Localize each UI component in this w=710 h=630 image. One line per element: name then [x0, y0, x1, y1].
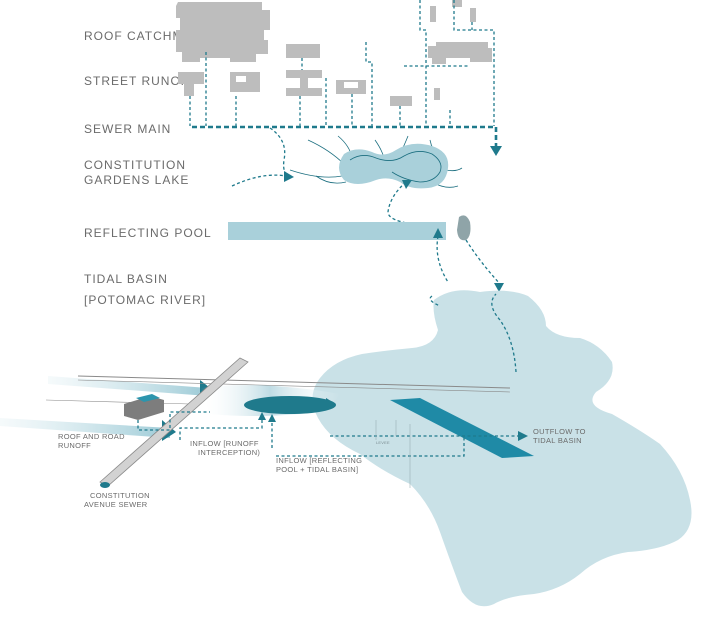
- building-small-top: [452, 0, 462, 7]
- label-roof-road-1: ROOF AND ROAD: [58, 432, 125, 441]
- label-levee: LEVEE: [376, 440, 390, 445]
- label-roof-road-2: RUNOFF: [58, 441, 91, 450]
- label-reflecting-pool: REFLECTING POOL: [84, 226, 212, 240]
- building-street: [178, 72, 204, 96]
- sewer-main-line: [192, 125, 498, 150]
- label-inflow-runoff-2: INTERCEPTION): [198, 448, 260, 457]
- label-inflow-pool-1: INFLOW [REFLECTING: [276, 456, 362, 465]
- building-small-top: [470, 8, 476, 22]
- roof-buildings: [176, 0, 492, 64]
- pool-up-arrow-icon: [433, 228, 443, 238]
- section-flow: [276, 436, 465, 457]
- building-street: [286, 44, 320, 58]
- basin-arrow-icon: [494, 283, 504, 292]
- road-line: [77, 375, 511, 389]
- lake-down-arrow-icon: [402, 180, 412, 189]
- section-up-arrow-icon: [258, 412, 266, 420]
- lake-outline: [349, 151, 442, 183]
- feed-lines: [189, 0, 495, 126]
- pool-to-basin-right: [465, 239, 501, 285]
- section-pond: [244, 396, 336, 414]
- runoff-stream: [0, 418, 170, 438]
- label-outflow-1: OUTFLOW TO: [533, 427, 586, 436]
- building-street: [434, 88, 440, 100]
- road-line: [77, 379, 511, 393]
- label-lake-line1: CONSTITUTION: [84, 158, 186, 172]
- road-line: [45, 399, 191, 405]
- outflow-arrow-icon: [518, 431, 528, 441]
- label-sewer-1: CONSTITUTION: [90, 491, 150, 500]
- feed-line: [365, 42, 373, 126]
- sewer-main-arrow-icon: [490, 146, 502, 156]
- section-building-roof: [136, 394, 160, 402]
- sewer-pipe-end: [100, 482, 110, 488]
- sewer-to-lake: [269, 127, 291, 177]
- label-sewer-2: AVENUE SEWER: [84, 500, 148, 509]
- label-tidal-basin: TIDAL BASIN: [84, 272, 168, 286]
- label-lake-line2: GARDENS LAKE: [84, 173, 189, 187]
- stream-line: [307, 139, 346, 166]
- building-street: [230, 72, 260, 92]
- feed-line: [419, 0, 427, 126]
- basin-outflow-line: [491, 293, 517, 373]
- label-inflow-runoff-1: INFLOW [RUNOFF: [190, 439, 259, 448]
- building-small-top: [430, 6, 436, 22]
- building-street: [286, 70, 322, 96]
- label-inflow-pool-2: POOL + TIDAL BASIN]: [276, 465, 358, 474]
- pool-to-basin-left: [436, 235, 449, 283]
- section-up-arrow-icon: [268, 414, 276, 422]
- section-slab: [390, 398, 534, 458]
- basin-inner-flow: [429, 295, 441, 307]
- building-street: [336, 80, 366, 94]
- constitution-gardens-lake: [339, 143, 449, 189]
- pond-arrow-icon: [326, 398, 336, 410]
- label-sewer-main: SEWER MAIN: [84, 122, 171, 136]
- stream-line: [445, 167, 463, 172]
- stream-line: [315, 175, 347, 184]
- section-building: [124, 396, 164, 420]
- building-street: [390, 96, 412, 106]
- runoff-stream: [48, 376, 208, 396]
- street-buildings: [178, 44, 440, 106]
- pool-marker: [457, 215, 471, 241]
- stream-line: [289, 169, 343, 178]
- label-street-runoff: STREET RUNOFF: [84, 74, 197, 88]
- label-outflow-2: TIDAL BASIN: [533, 436, 582, 445]
- building-large: [176, 2, 270, 62]
- section-flow: [179, 418, 263, 440]
- label-potomac-river: [POTOMAC RIVER]: [84, 293, 206, 307]
- section-flow: [137, 411, 210, 431]
- reflecting-pool: [228, 222, 446, 240]
- feed-line: [453, 0, 495, 126]
- lake-to-pool: [387, 181, 439, 227]
- lake-inflow-left: [231, 174, 287, 187]
- building-right: [428, 42, 492, 64]
